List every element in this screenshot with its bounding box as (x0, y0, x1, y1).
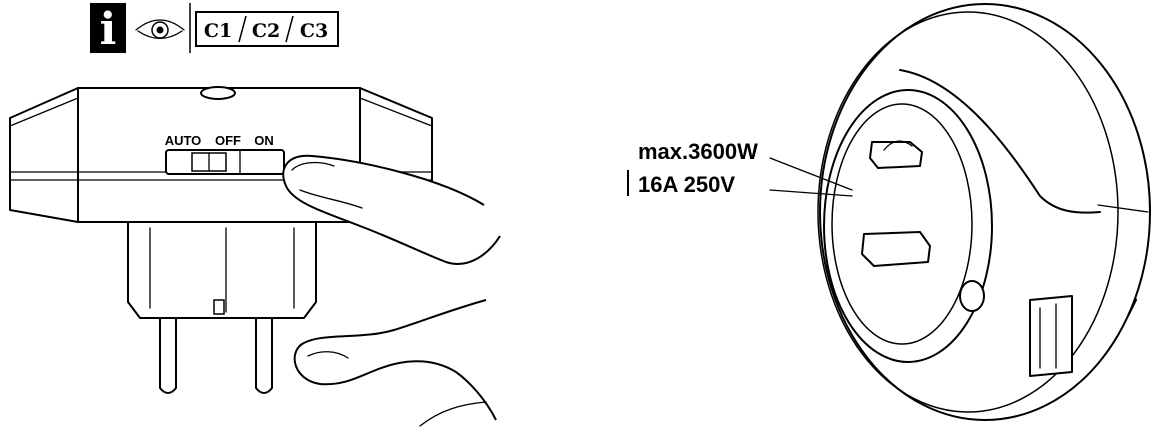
finger-illustration (282, 154, 501, 427)
info-letter: i (100, 4, 117, 55)
channel-c1: C1 (204, 20, 232, 42)
rating-label: max.3600W 16A 250V (627, 139, 853, 197)
info-header: i C1 C2 C3 (90, 3, 339, 55)
info-box (90, 3, 126, 53)
rating-power: max.3600W (638, 139, 758, 164)
eye-icon (135, 19, 185, 40)
switch-label-on: ON (254, 133, 274, 148)
rating-current-voltage: 16A 250V (638, 172, 735, 197)
channel-box (195, 11, 339, 47)
switch-label-off: OFF (215, 133, 241, 148)
channel-c2: C2 (252, 20, 280, 42)
mode-switch: AUTO OFF ON (165, 133, 285, 175)
plug-side-view: AUTO OFF ON (9, 86, 501, 427)
switch-label-auto: AUTO (165, 133, 202, 148)
socket-front-view (817, 3, 1151, 421)
channel-c3: C3 (300, 20, 328, 42)
